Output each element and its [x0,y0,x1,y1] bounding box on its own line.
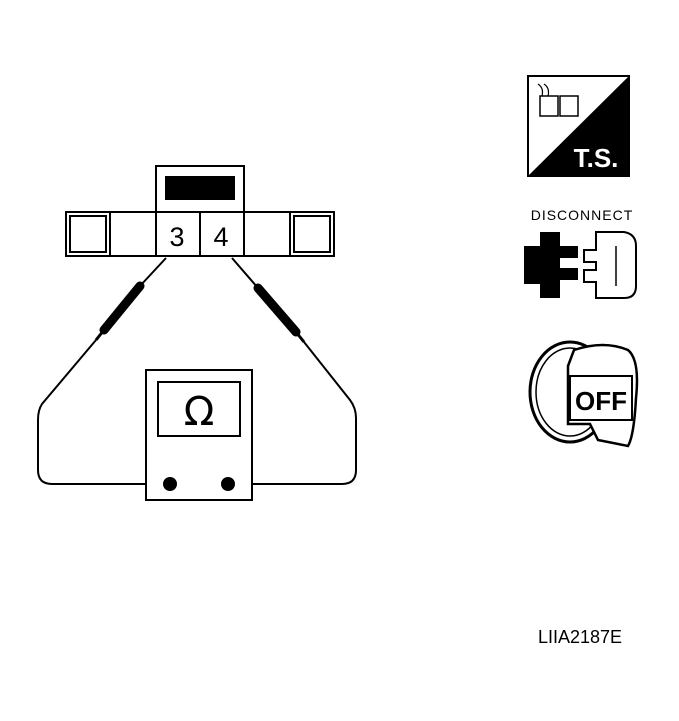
terminal-4-label: 4 [213,222,228,252]
ohmmeter-display [157,381,241,437]
ohmmeter-probe-jack-left [163,477,177,491]
off-label: OFF [575,386,627,416]
ohm-symbol: Ω [184,389,215,435]
disconnect-label: DISCONNECT [531,207,634,223]
ohmmeter [145,369,253,501]
harness-connector [65,165,335,257]
connector-lock-tab [165,176,235,200]
figure-code: LIIA2187E [538,627,622,647]
ignition-switch-off-icon [528,340,639,448]
terminal-3-label: 3 [169,222,184,252]
test-lead-right [228,257,357,485]
ts-label: T.S. [574,143,619,173]
ohmmeter-probe-jack-right [221,477,235,491]
test-lead-left [37,257,170,485]
ts-icon [527,75,630,177]
disconnect-connector-icon [524,231,637,299]
